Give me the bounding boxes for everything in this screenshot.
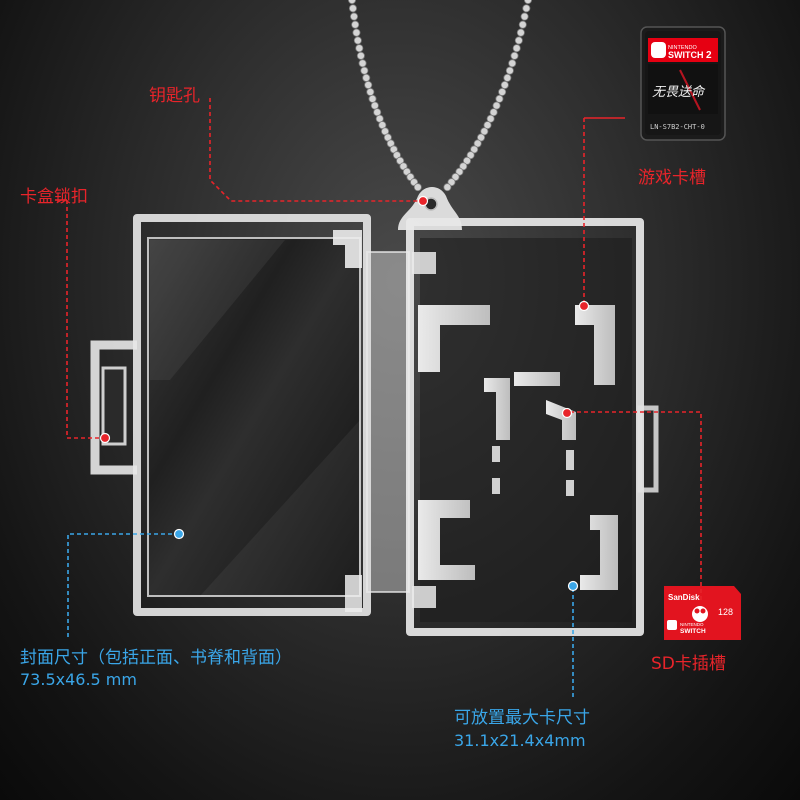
chain-bead [360, 66, 369, 75]
case-card-tray [398, 187, 659, 636]
sd-slot-label: SD卡插槽 [651, 654, 726, 674]
chain-bead [366, 87, 375, 96]
case-spine [366, 251, 410, 593]
red-callout-lines [66, 98, 702, 600]
chain-bead [512, 44, 521, 53]
chain-bead [492, 101, 501, 110]
chain-bead [351, 20, 360, 29]
chain-bead [455, 167, 464, 176]
red-callout-dots [99, 195, 590, 444]
game-card-model-num: 2 [706, 50, 712, 61]
game-card-code: LN-S7B2-CHT-0 [650, 123, 705, 131]
case-front-cover [90, 214, 371, 616]
chain-bead [348, 0, 356, 4]
sd-card: SanDisk 128 NINTENDO SWITCH [664, 586, 741, 640]
chain-bead [524, 0, 532, 4]
chain-bead [451, 172, 460, 181]
chain-bead [503, 73, 512, 82]
max-card-value: 31.1x21.4x4mm [454, 731, 586, 750]
cover-size-value: 73.5x46.5 mm [20, 670, 137, 689]
chain-bead [483, 121, 492, 130]
chain-bead [443, 183, 452, 192]
chain-bead [356, 51, 365, 60]
chain-bead [516, 28, 525, 37]
chain-bead [486, 114, 495, 123]
chain-bead [353, 36, 362, 45]
sd-card-platform-top: NINTENDO [680, 622, 704, 627]
chain-bead [498, 87, 507, 96]
chain-bead [352, 28, 361, 37]
chain-bead [348, 4, 357, 13]
chain-bead [473, 139, 482, 148]
chain-bead [500, 80, 509, 89]
chain-bead [522, 4, 531, 13]
sd-card-brand: SanDisk [668, 593, 700, 602]
max-card-label: 可放置最大卡尺寸 [454, 708, 590, 728]
chain-bead [462, 156, 471, 165]
game-card-title: 无畏送命 [652, 84, 706, 100]
lock-label: 卡盒锁扣 [20, 187, 88, 207]
chain-bead [505, 66, 514, 75]
game-slot-label: 游戏卡槽 [638, 168, 706, 188]
chain-bead [518, 20, 527, 29]
chain-bead [350, 12, 359, 21]
chain-bead [355, 44, 364, 53]
chain-bead [368, 94, 377, 103]
chain-bead [477, 133, 486, 142]
chain-bead [413, 183, 422, 192]
chain-bead [495, 94, 504, 103]
chain-bead [362, 73, 371, 82]
chain-bead [470, 145, 479, 154]
chain-bead [520, 12, 529, 21]
chain-bead [514, 36, 523, 45]
ball-chain [348, 0, 532, 192]
cover-size-label: 封面尺寸（包括正面、书脊和背面） [20, 648, 292, 668]
blue-callout-lines [67, 533, 574, 700]
sd-card-platform: SWITCH [680, 628, 706, 635]
chain-bead [459, 162, 468, 171]
chain-bead [358, 59, 367, 68]
chain-bead [370, 101, 379, 110]
game-card-model: SWITCH [668, 50, 704, 60]
red-callout-ticks [55, 117, 625, 201]
chain-bead [466, 151, 475, 160]
game-card: NINTENDO SWITCH 2 无畏送命 LN-S7B2-CHT-0 [640, 26, 726, 141]
sd-card-capacity: 128 [718, 607, 733, 617]
chain-bead [489, 108, 498, 117]
chain-bead [508, 59, 517, 68]
chain-bead [364, 80, 373, 89]
keyhole-label: 钥匙孔 [149, 86, 200, 106]
chain-bead [480, 127, 489, 136]
blue-callout-dots [173, 528, 579, 592]
game-card-brand: NINTENDO [668, 45, 697, 51]
chain-bead [510, 51, 519, 60]
